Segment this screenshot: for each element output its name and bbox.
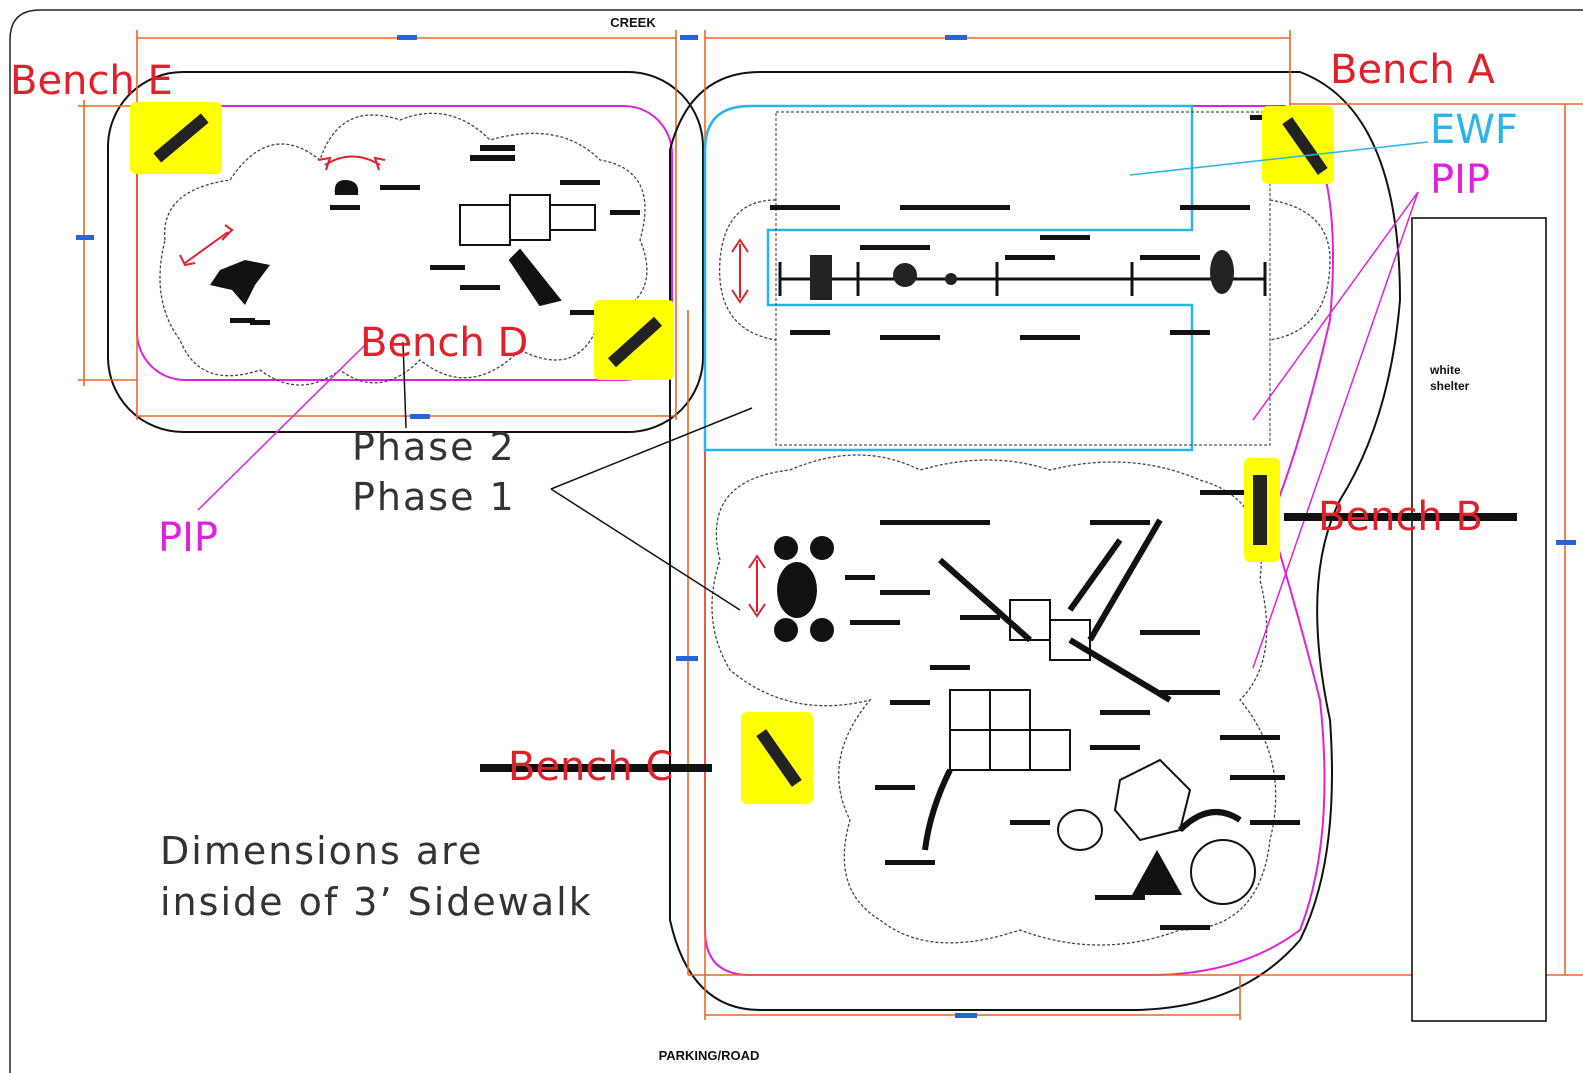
sensory-rocker (334, 180, 359, 195)
shelter-label-line1: white (1429, 363, 1461, 377)
bench-b-label: Bench B (1318, 494, 1483, 540)
bench-symbols (153, 113, 1328, 787)
dimension-marks (76, 35, 1576, 1018)
bench-e-label: Bench E (10, 58, 173, 104)
white-shelter (1411, 217, 1547, 1022)
triangle-panel (1132, 850, 1182, 895)
motion-arrows (179, 155, 766, 618)
bench-c-strike (480, 764, 712, 772)
bench-d-label: Bench D (360, 320, 528, 366)
phase-1-label: Phase 1 (352, 475, 516, 519)
creek-label: CREEK (610, 15, 656, 30)
play-structure (922, 518, 1242, 851)
phase2-play-structure (459, 194, 596, 307)
parking-road-label: PARKING/ROAD (659, 1048, 760, 1063)
pip-label-left: PIP (158, 515, 218, 561)
ewf-boundary (703, 104, 1194, 452)
swing-seat-2 (893, 263, 917, 287)
site-boundary (9, 9, 1583, 1073)
bench-highlights (130, 102, 1334, 804)
cad-annotations (230, 115, 1300, 930)
phase1-pip-boundary (704, 105, 1334, 976)
shelter-label-line2: shelter (1430, 379, 1470, 393)
dimensions-note-line2: inside of 3’ Sidewalk (160, 880, 593, 924)
dimensions-note-line1: Dimensions are (160, 829, 483, 873)
phase2-play-cloud (159, 112, 648, 386)
swing-cloud (718, 199, 1331, 341)
bench-a-label: Bench A (1330, 47, 1495, 93)
bench-c-label: Bench C (508, 744, 673, 790)
swing-area (775, 111, 1271, 446)
swing-seat-3 (945, 273, 957, 285)
bench-b-strike (1284, 513, 1517, 521)
ewf-label: EWF (1430, 107, 1518, 153)
spinner (1190, 839, 1256, 905)
callout-lines (197, 141, 1429, 669)
swing-beam (778, 262, 1267, 296)
phase-2-label: Phase 2 (352, 425, 516, 469)
swing-seat-1 (810, 255, 832, 300)
swing-seat-4 (1210, 250, 1234, 294)
rocker (1057, 809, 1103, 851)
pip-label-right: PIP (1430, 157, 1490, 203)
spinner-phase2 (210, 260, 270, 305)
phase2-sidewalk-outline (107, 71, 704, 433)
phase1-play-cloud (711, 454, 1277, 946)
spinning-seat-phase1 (774, 536, 834, 642)
